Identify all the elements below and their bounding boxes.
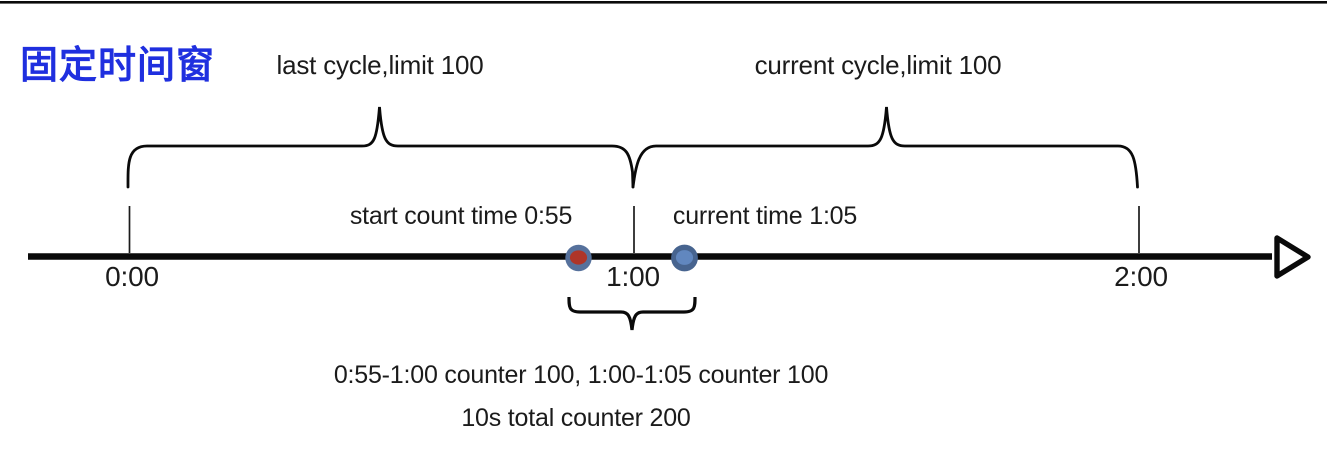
tick-label-2-00: 2:00 xyxy=(1114,261,1168,292)
counter-summary-line2: 10s total counter 200 xyxy=(461,404,691,432)
diagram-title: 固定时间窗 xyxy=(20,45,216,87)
current-time-label: current time 1:05 xyxy=(672,202,858,230)
tick-label-1-00: 1:00 xyxy=(606,261,660,292)
start-count-dot xyxy=(565,244,592,272)
counter-summary-line1: 0:55-1:00 counter 100, 1:00-1:05 counter… xyxy=(333,361,829,389)
top-rule xyxy=(0,1,1327,4)
last-cycle-brace-label: last cycle,limit 100 xyxy=(276,50,484,80)
axis-arrow-icon xyxy=(1274,235,1311,279)
current-cycle-brace-label: current cycle,limit 100 xyxy=(754,50,1002,80)
current-time-dot xyxy=(671,244,698,272)
tick-label-0-00: 0:00 xyxy=(105,261,159,292)
start-count-label: start count time 0:55 xyxy=(349,202,573,230)
last-cycle-brace xyxy=(126,106,635,189)
interval-brace xyxy=(567,296,697,331)
current-cycle-brace xyxy=(631,106,1139,189)
